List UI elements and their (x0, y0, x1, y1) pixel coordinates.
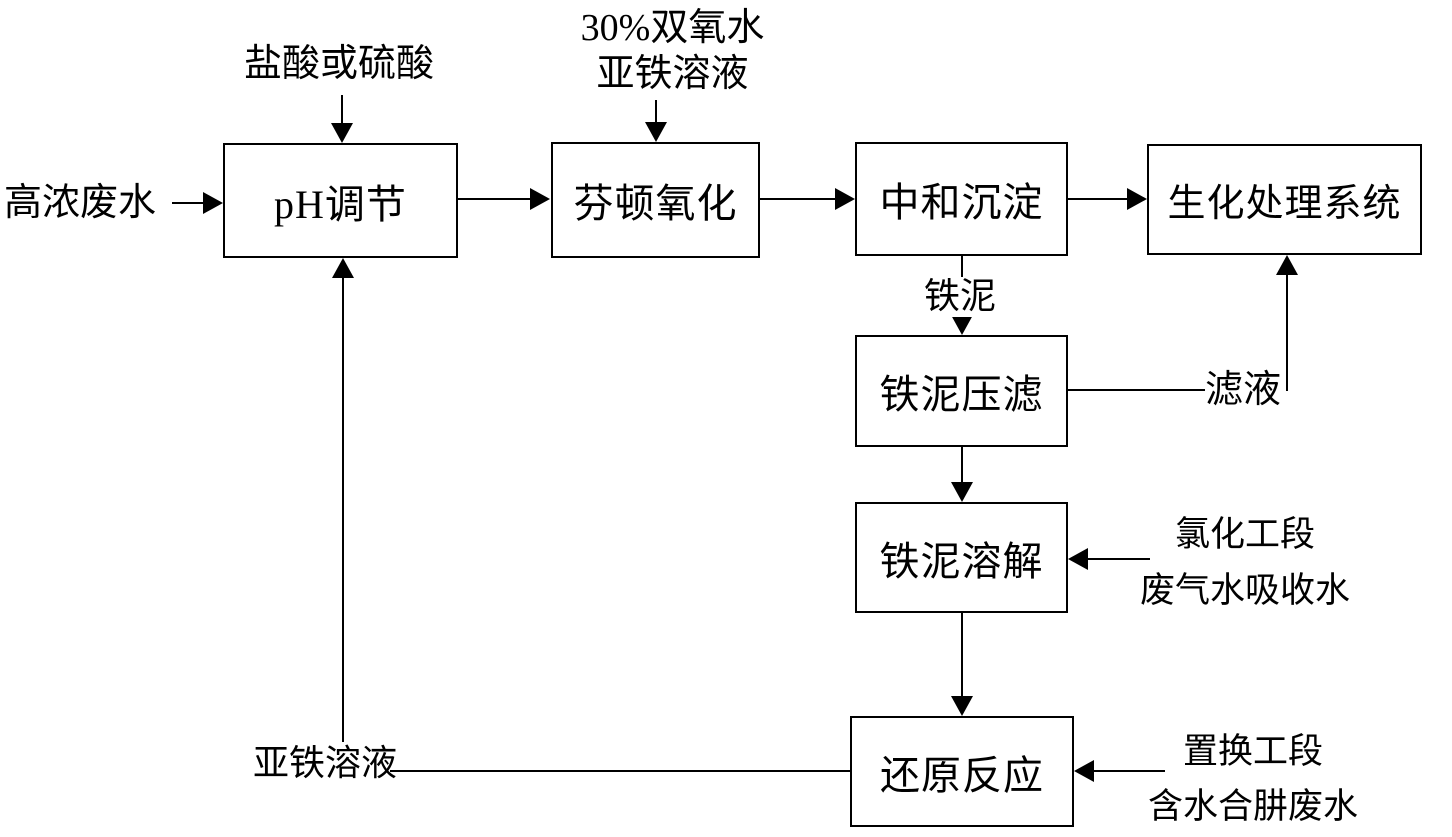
box-sludge-press-filtration: 铁泥压滤 (855, 335, 1068, 447)
label-influent: 高浓废水 (4, 182, 157, 224)
line-dissolve-to-reduction (961, 613, 963, 698)
box-sludge-dissolution: 铁泥溶解 (855, 502, 1068, 613)
arrowhead-neutralize-to-press (951, 315, 973, 335)
box-fenton-oxidation-label: 芬顿氧化 (573, 181, 738, 226)
label-replacement-input: 置换工段 含水合肼废水 (1128, 724, 1378, 834)
line-fenton-to-neutralize (760, 198, 837, 200)
arrowhead-influent-to-ph (203, 192, 223, 214)
box-fenton-oxidation: 芬顿氧化 (551, 142, 760, 258)
line-replacement-to-reduction (1092, 770, 1165, 772)
box-neutralization-precipitation: 中和沉淀 (855, 142, 1068, 256)
label-acid-input: 盐酸或硫酸 (244, 43, 435, 85)
line-ferrous-to-ph (342, 276, 344, 742)
arrowhead-ferrous-to-ph (332, 258, 354, 278)
arrowhead-acid-to-ph (331, 123, 353, 143)
line-neutralize-to-biochem (1068, 198, 1129, 200)
arrowhead-filtrate-to-biochem (1276, 255, 1298, 275)
line-influent-to-ph (172, 202, 205, 204)
line-ph-to-fenton (458, 198, 532, 200)
label-filtrate: 滤液 (1205, 369, 1282, 411)
arrowhead-ph-to-fenton (530, 188, 550, 210)
arrowhead-replacement-to-reduction (1074, 760, 1094, 782)
line-peroxide-to-fenton (655, 100, 657, 124)
arrowhead-dissolve-to-reduction (951, 696, 973, 716)
box-biochemical-treatment-label: 生化处理系统 (1167, 183, 1402, 225)
box-biochemical-treatment: 生化处理系统 (1147, 144, 1422, 255)
label-replacement-line2: 含水合肼废水 (1147, 787, 1358, 826)
label-chlorination-line1: 氯化工段 (1174, 515, 1315, 554)
line-acid-to-ph (341, 95, 343, 125)
label-iron-sludge: 铁泥 (921, 276, 1000, 317)
box-ph-adjustment-label: pH调节 (274, 181, 407, 227)
arrowhead-chlorination-to-dissolve (1068, 548, 1088, 570)
line-press-to-filtrate (1068, 389, 1205, 391)
label-peroxide-line1: 30%双氧水 (580, 7, 765, 49)
arrowhead-peroxide-to-fenton (645, 122, 667, 142)
line-chlorination-to-dissolve (1086, 558, 1150, 560)
line-press-to-dissolve (961, 447, 963, 484)
box-reduction-reaction: 还原反应 (850, 716, 1074, 827)
label-peroxide-line2: 亚铁溶液 (596, 53, 749, 95)
label-chlorination-input: 氯化工段 废气水吸收水 (1120, 507, 1370, 619)
box-sludge-press-filtration-label: 铁泥压滤 (879, 372, 1044, 417)
label-ferrous-solution: 亚铁溶液 (253, 743, 398, 783)
label-replacement-line1: 置换工段 (1182, 732, 1323, 771)
arrowhead-fenton-to-neutralize (835, 188, 855, 210)
box-ph-adjustment: pH调节 (223, 143, 458, 258)
box-reduction-reaction-label: 还原反应 (880, 752, 1044, 798)
label-chlorination-line2: 废气水吸收水 (1139, 571, 1350, 610)
arrowhead-press-to-dissolve (951, 482, 973, 502)
line-filtrate-to-biochem (1286, 275, 1288, 391)
label-peroxide-ferrous-input: 30%双氧水 亚铁溶液 (545, 5, 800, 97)
line-reduction-to-ferrous (390, 770, 850, 772)
box-neutralization-precipitation-label: 中和沉淀 (879, 180, 1044, 225)
arrowhead-neutralize-to-biochem (1127, 188, 1147, 210)
box-sludge-dissolution-label: 铁泥溶解 (879, 538, 1044, 584)
